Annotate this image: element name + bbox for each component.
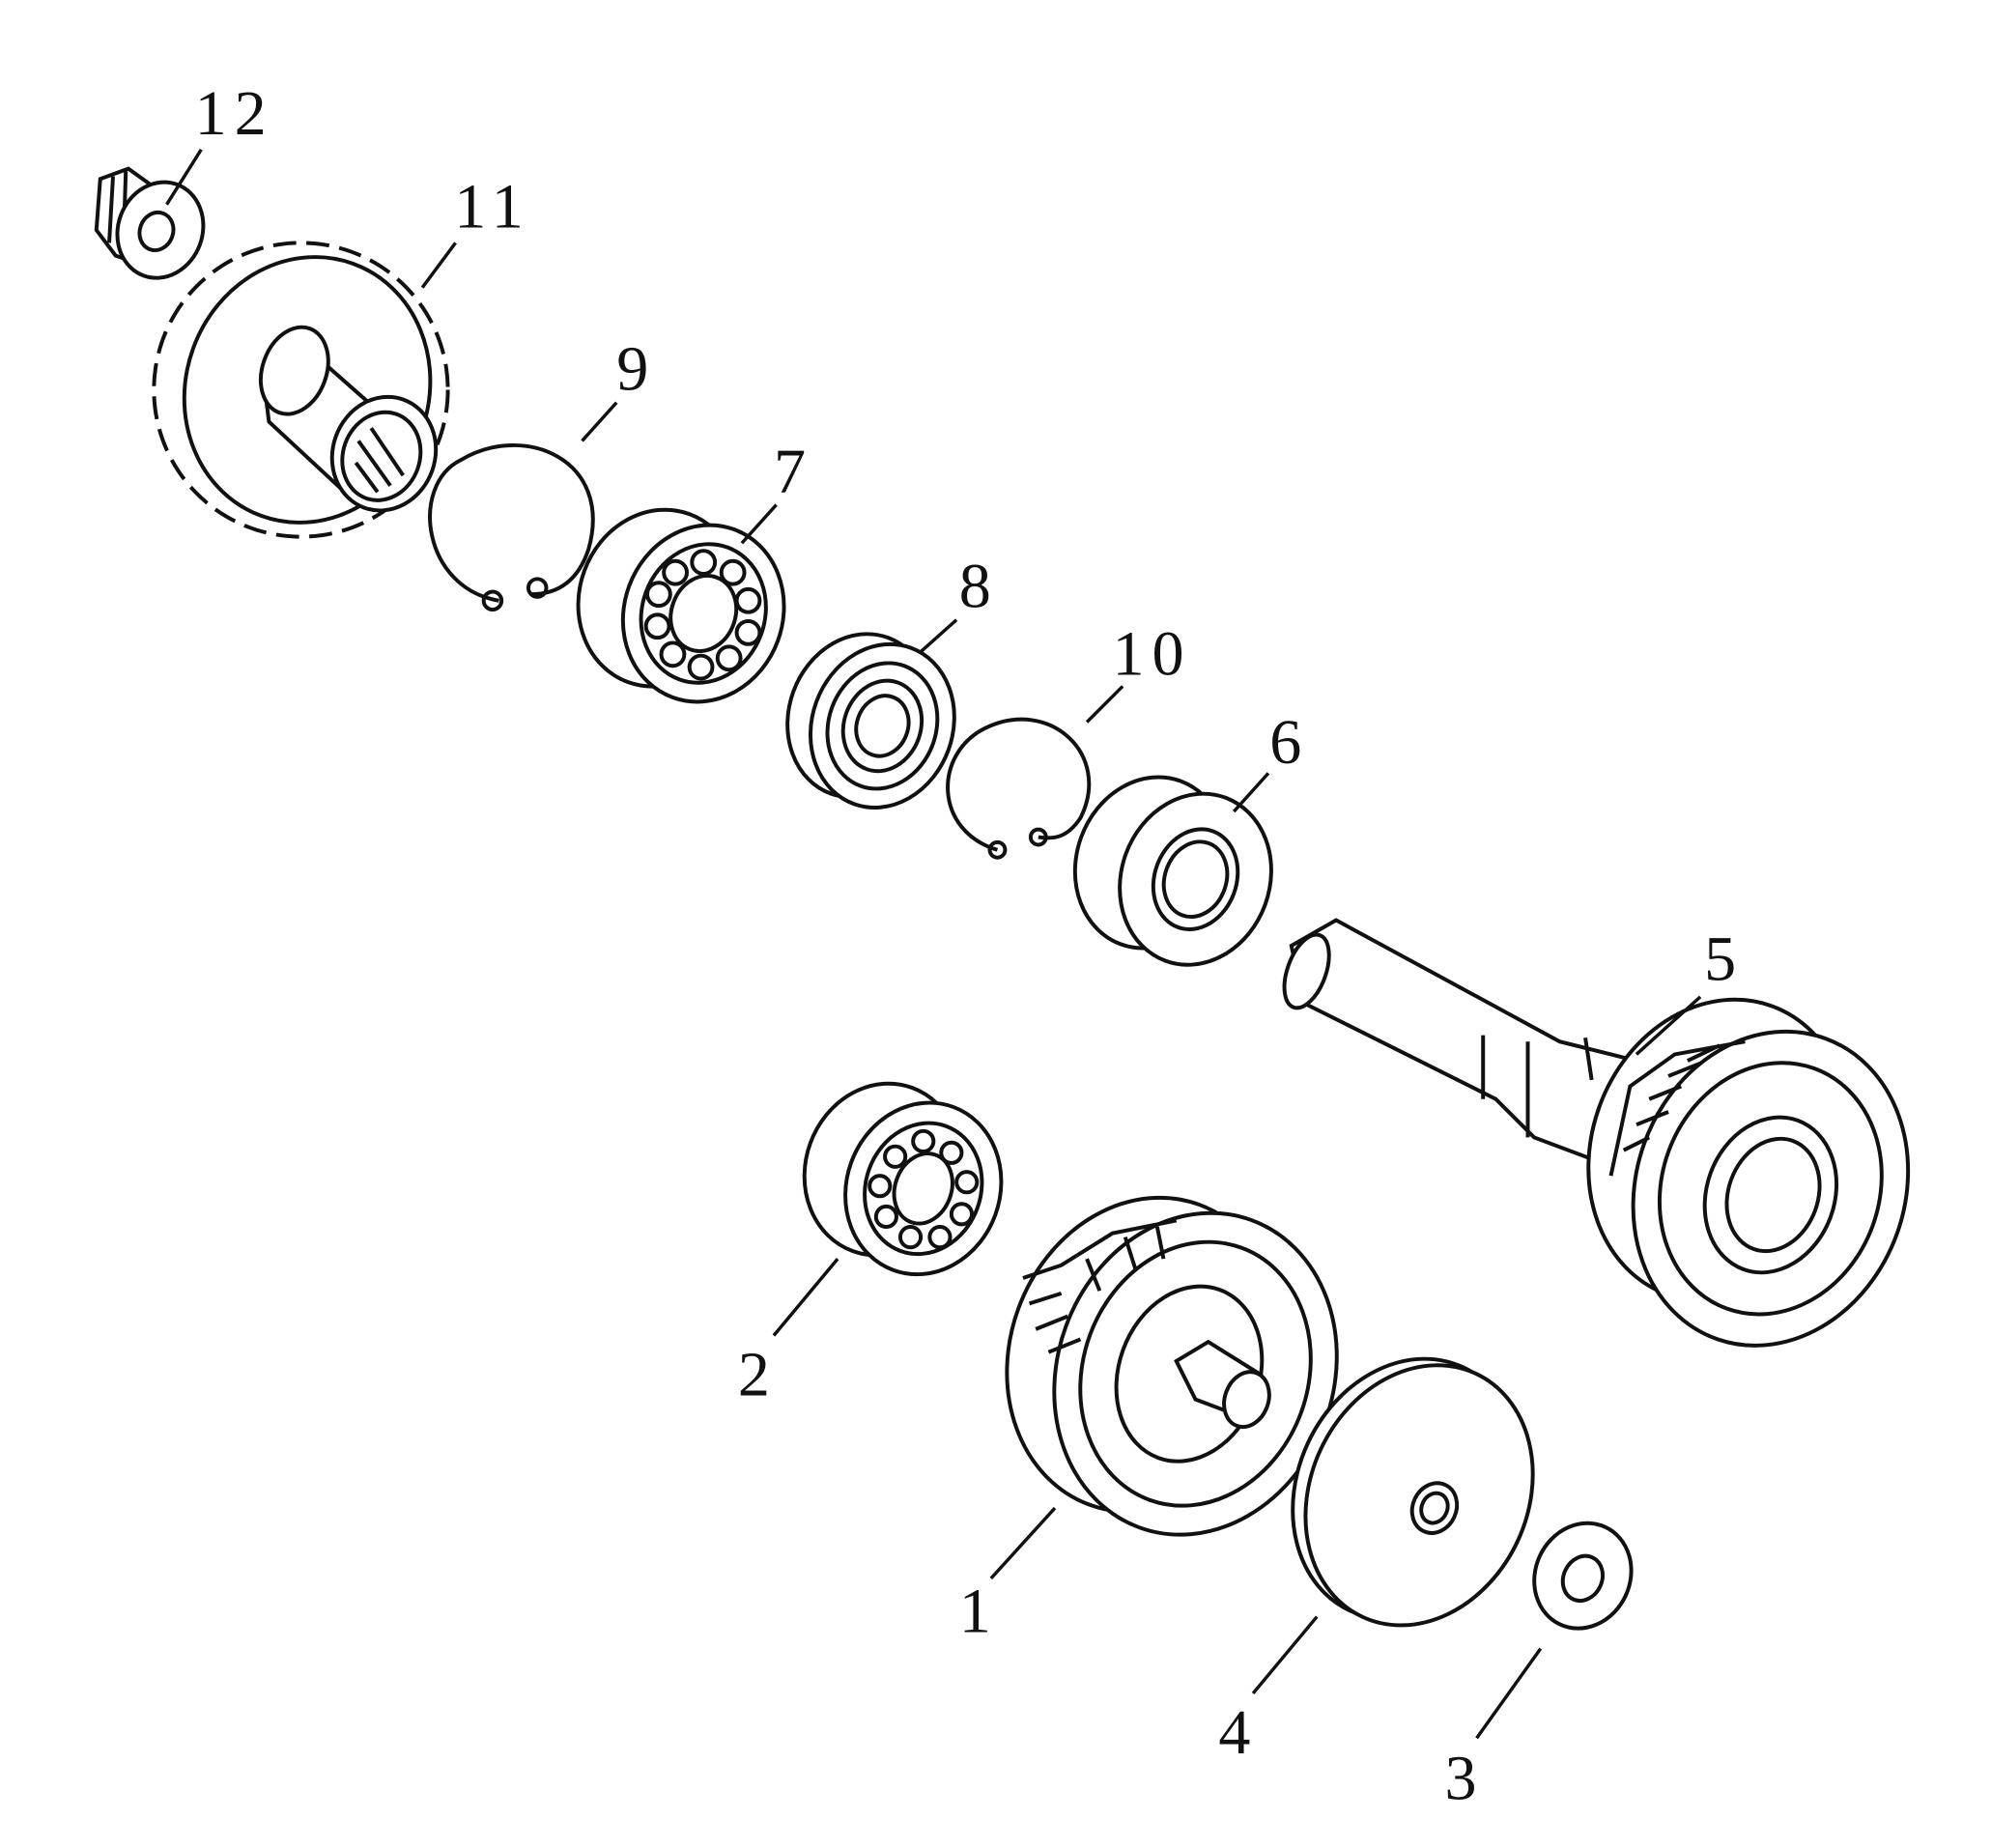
label-10: 10 xyxy=(1113,619,1192,690)
part-10-circlip xyxy=(946,717,1092,860)
part-8-sealed-bearing xyxy=(785,632,956,810)
part-1-gear xyxy=(1005,1195,1339,1537)
label-8: 8 xyxy=(959,551,999,621)
part-7-ball-bearing xyxy=(576,507,786,704)
label-5: 5 xyxy=(1704,924,1744,995)
label-1: 1 xyxy=(959,1576,999,1646)
part-11-sprocket xyxy=(152,241,450,539)
part-5-shaft-gear xyxy=(1282,918,1911,1348)
label-7: 7 xyxy=(774,436,813,506)
bearing-balls xyxy=(643,549,762,681)
part-3-washer xyxy=(1532,1521,1634,1631)
label-2: 2 xyxy=(738,1340,778,1410)
label-11: 11 xyxy=(454,171,531,242)
label-12: 12 xyxy=(195,78,274,149)
label-4: 4 xyxy=(1218,1697,1258,1768)
leader-lines xyxy=(165,148,1702,1740)
label-9: 9 xyxy=(616,334,656,405)
part-9-circlip xyxy=(428,443,595,612)
label-3: 3 xyxy=(1445,1744,1485,1814)
part-4-disc xyxy=(1291,1356,1535,1628)
part-6-bearing xyxy=(1072,775,1273,967)
label-6: 6 xyxy=(1269,707,1309,778)
part-12-bushing xyxy=(94,166,206,280)
part-2-ball-bearing xyxy=(802,1081,1004,1277)
